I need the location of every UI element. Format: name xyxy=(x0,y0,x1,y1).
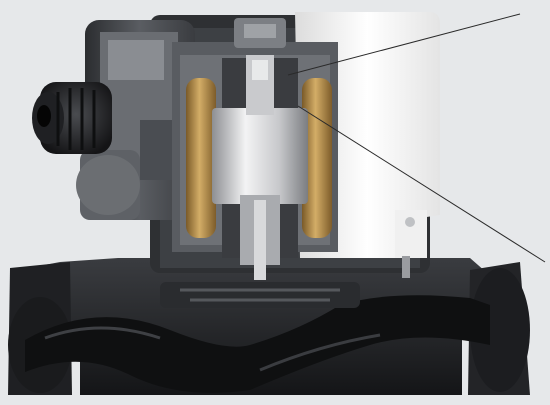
impeller xyxy=(160,282,360,308)
pump-housing xyxy=(8,258,530,395)
rotor xyxy=(212,55,308,280)
rotor-callout xyxy=(297,105,546,263)
upper-bearing-callout xyxy=(287,13,521,76)
flow-channel xyxy=(25,295,490,393)
stator-winding-left xyxy=(186,78,216,238)
stator-winding-right xyxy=(302,78,332,238)
terminal-box xyxy=(76,20,195,220)
cable-gland xyxy=(32,82,112,154)
outlet-flange xyxy=(470,268,530,392)
